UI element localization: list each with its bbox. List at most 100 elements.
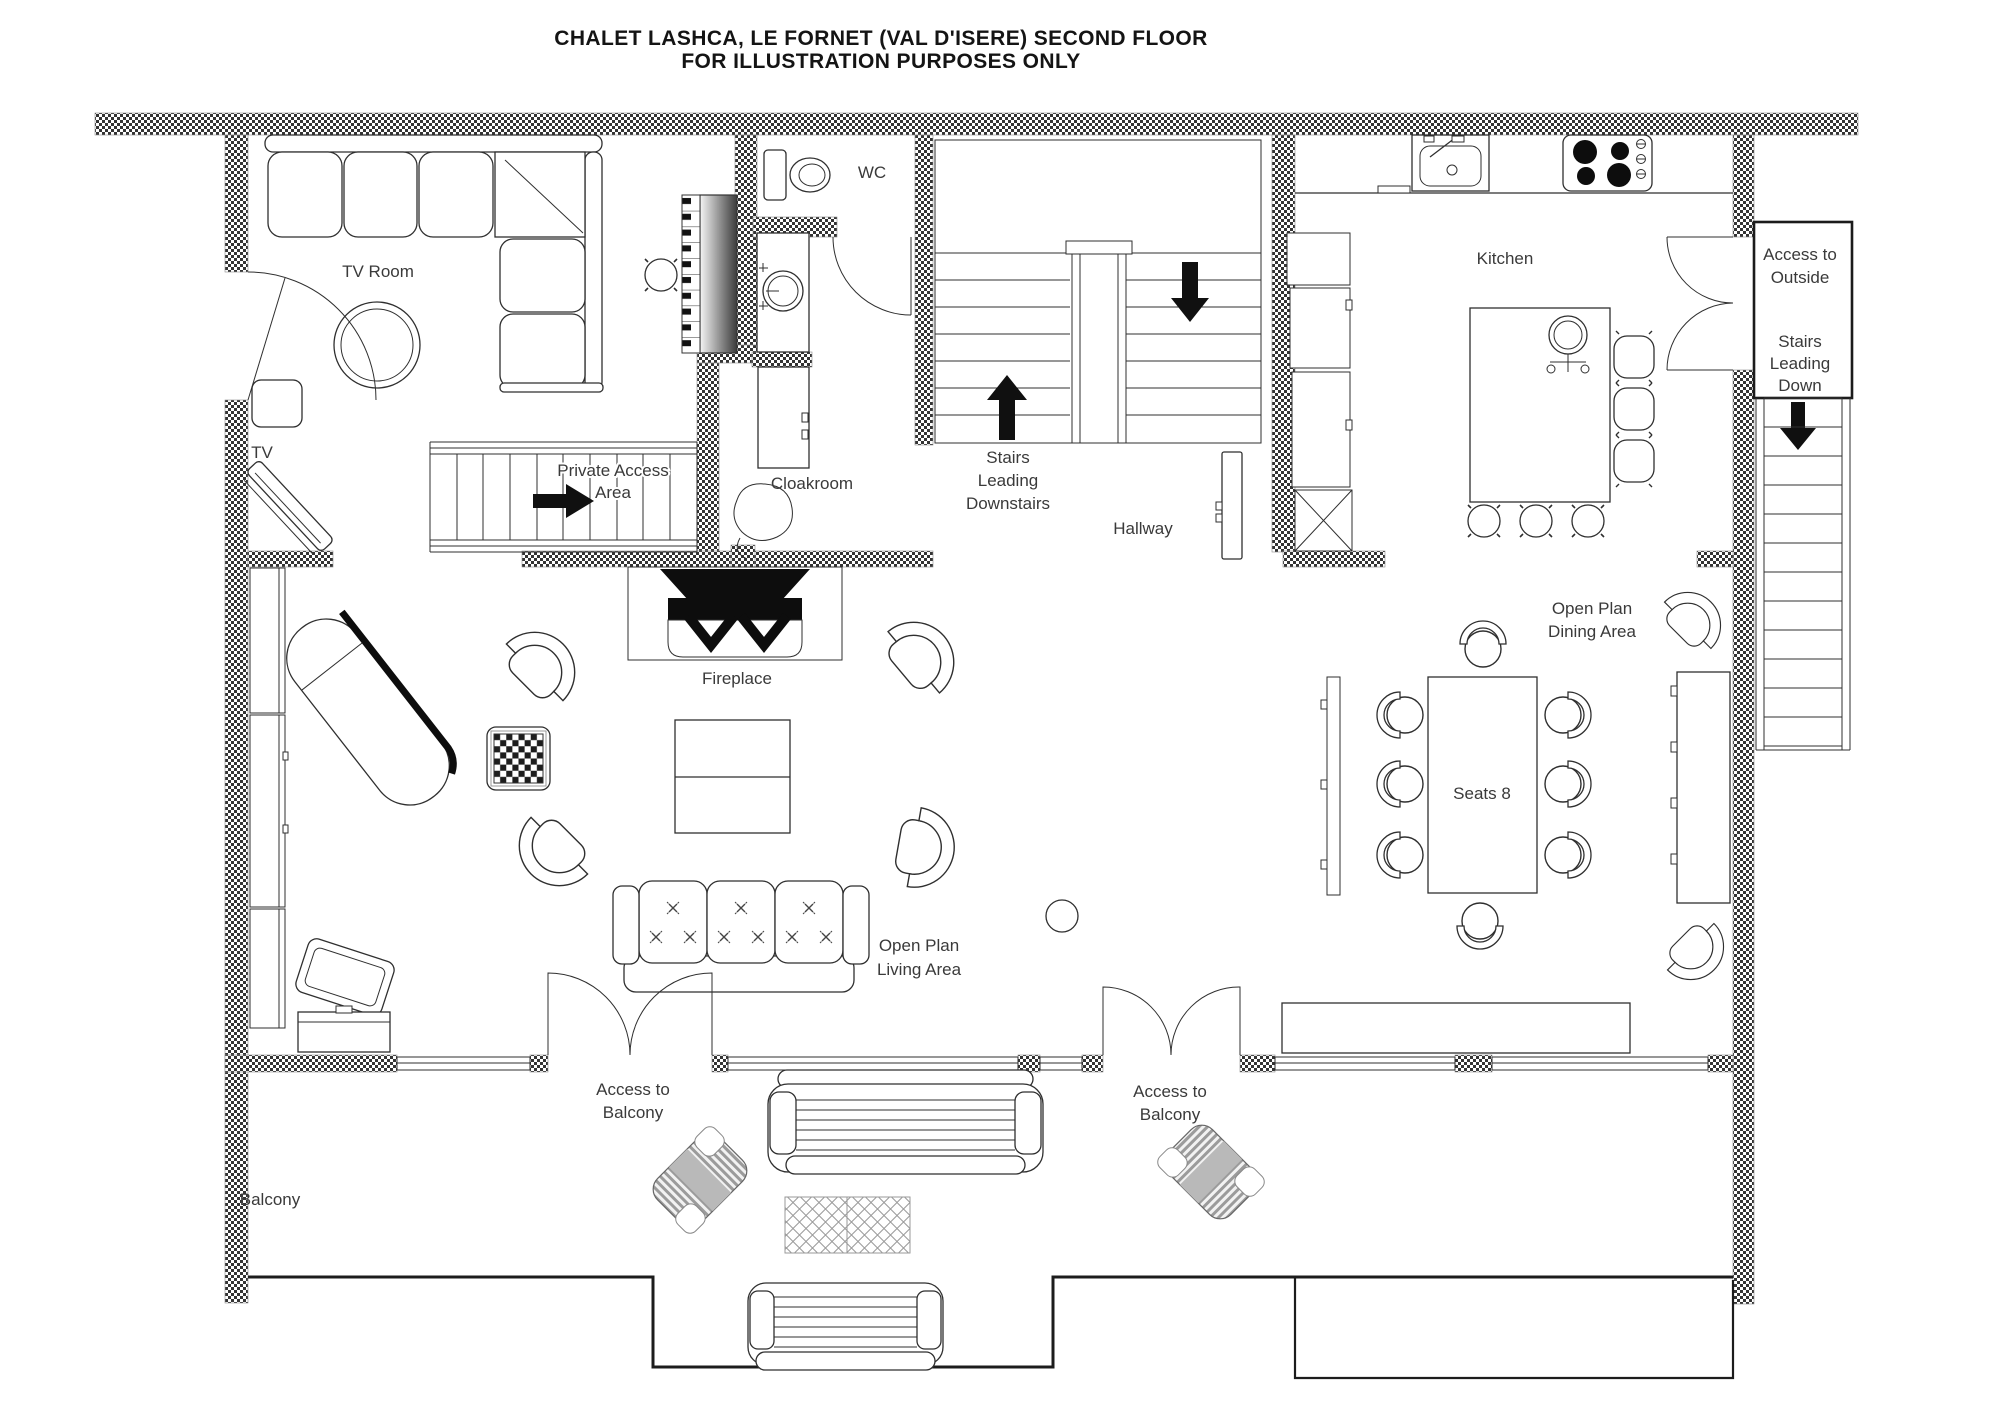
dining-chair [1376, 760, 1424, 808]
page-title-line1: CHALET LASHCA, LE FORNET (VAL D'ISERE) S… [554, 27, 1207, 50]
dining-chair [1459, 620, 1507, 668]
label-private-access-1: Private Access [557, 461, 669, 480]
wall-top [94, 112, 1859, 136]
round-side-table [1045, 899, 1079, 933]
label-balcony-access-left-2: Balcony [603, 1103, 664, 1122]
private-access-stairs [429, 441, 698, 553]
arrow-down-icon [1171, 262, 1209, 322]
hob [1562, 134, 1653, 192]
wall-bottom-5 [1081, 1054, 1104, 1073]
label-stairs-down-3: Down [1778, 376, 1821, 395]
balcony-bench-bottom [747, 1282, 944, 1371]
wall-living-top-b [521, 550, 934, 568]
balcony-bench-top [767, 1069, 1044, 1175]
side-cabinet [251, 379, 303, 428]
island-stool [1519, 504, 1553, 538]
arrow-right-icon [533, 484, 594, 518]
side-table [295, 938, 395, 1016]
arrow-down-icon [1780, 402, 1816, 450]
dining-chair [1544, 760, 1592, 808]
windows [396, 1056, 1709, 1071]
coffee-table [674, 719, 791, 834]
armchair [890, 804, 962, 895]
dining-chair [1376, 691, 1424, 739]
balcony-door-left [547, 972, 713, 1056]
external-stairs [1755, 397, 1851, 751]
wall-bottom-3 [711, 1054, 729, 1073]
wall-bottom-6 [1239, 1054, 1276, 1073]
toilet [763, 149, 831, 201]
wall-stairwell-left [914, 134, 934, 446]
label-seats-8: Seats 8 [1453, 784, 1511, 803]
label-stairs-downstairs-1: Stairs [986, 448, 1029, 467]
kitchen-sink [1411, 134, 1490, 192]
window-seat-bench [1281, 1002, 1631, 1054]
wall-bottom-8 [1707, 1054, 1734, 1073]
armchair [875, 605, 971, 704]
label-kitchen: Kitchen [1477, 249, 1534, 268]
dishwasher [1377, 185, 1411, 194]
wall-living-top-c [1282, 550, 1386, 568]
island-chair [1613, 330, 1655, 384]
hallway-door-leaf [1215, 451, 1243, 560]
hallway [1215, 451, 1243, 560]
wall-cloakroom-left [696, 362, 720, 553]
cloakroom-cupboard [757, 366, 810, 469]
tv-room-door [247, 271, 377, 401]
wall-bottom-2 [529, 1054, 549, 1073]
label-cloakroom: Cloakroom [771, 474, 853, 493]
label-stairs-downstairs-2: Leading [978, 471, 1039, 490]
kitchen-island [1469, 307, 1611, 503]
outdoor-armchair [1153, 1114, 1269, 1230]
chess-table [486, 726, 551, 791]
balcony [642, 1069, 1269, 1371]
wall-left-upper [224, 134, 249, 273]
chest [297, 1005, 391, 1053]
radiator [1320, 676, 1341, 896]
label-stairs-down-2: Leading [1770, 354, 1831, 373]
wall-chimney-stub [730, 544, 756, 568]
dining-area [1320, 578, 1738, 994]
corner-chair [1657, 913, 1738, 994]
wall-living-top-a [247, 550, 334, 568]
sofa [612, 880, 870, 993]
kitchen-outside-door [1666, 236, 1734, 371]
cloakroom-sink [756, 232, 810, 353]
wall-shelving [249, 567, 289, 1029]
armchair [494, 615, 592, 713]
piano [681, 194, 738, 354]
tv-room [243, 134, 738, 554]
label-balcony: Balcony [240, 1190, 301, 1209]
dining-chair [1544, 691, 1592, 739]
wall-left-lower [224, 399, 249, 1304]
wc-door [832, 236, 912, 316]
label-private-access-2: Area [595, 483, 631, 502]
label-balcony-access-right-2: Balcony [1140, 1105, 1201, 1124]
wall-tvroom-wc [734, 134, 758, 353]
wall-right-upper [1732, 134, 1755, 238]
island-chair [1613, 434, 1655, 488]
wall-living-top-d [1696, 550, 1734, 568]
stairwell [934, 139, 1262, 444]
wall-bottom-7 [1454, 1054, 1493, 1073]
island-stool [1467, 504, 1501, 538]
armchair [502, 805, 600, 903]
corner-sofa [264, 134, 604, 393]
label-fireplace: Fireplace [702, 669, 772, 688]
wc-cloakroom [733, 149, 912, 560]
coat-blob [733, 483, 793, 560]
chaise-longue [286, 609, 457, 806]
tv-unit [243, 461, 333, 554]
piano-stool [644, 258, 678, 292]
label-access-outside-2: Outside [1771, 268, 1830, 287]
label-wc: WC [858, 163, 886, 182]
kitchen-units [1286, 232, 1353, 552]
wall-right-lower [1732, 369, 1755, 1305]
dining-chair [1376, 831, 1424, 879]
balcony-rug [784, 1196, 911, 1254]
wall-cloakroom-stub [751, 351, 813, 368]
wall-bottom-1 [224, 1054, 398, 1073]
living-area [249, 566, 1631, 1056]
corner-chair [1654, 578, 1735, 659]
